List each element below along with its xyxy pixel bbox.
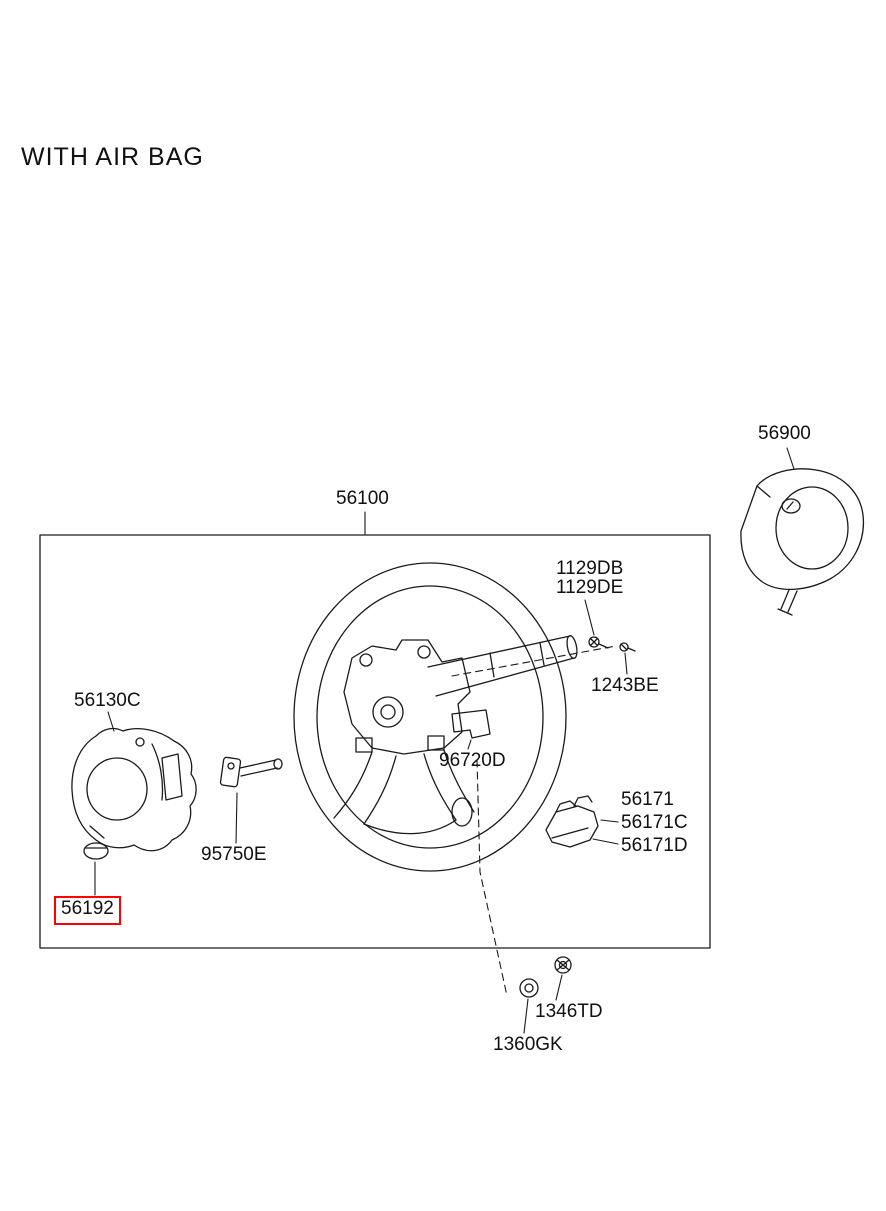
part-label-96720D[interactable]: 96720D (439, 750, 506, 771)
center-lines (451, 645, 617, 997)
part-label-1243BE[interactable]: 1243BE (591, 675, 659, 696)
part-label-56171[interactable]: 56171 (621, 789, 674, 810)
page-title: WITH AIR BAG (21, 143, 204, 171)
part-label-56192-highlighted[interactable]: 56192 (54, 896, 121, 925)
key-drawing (219, 756, 283, 788)
part-label-1129DB[interactable]: 1129DB (556, 558, 624, 579)
column-cover-drawing (71, 727, 197, 852)
part-label-1346TD[interactable]: 1346TD (535, 1001, 603, 1022)
part-label-56900[interactable]: 56900 (758, 423, 811, 444)
part-label-56130C[interactable]: 56130C (74, 690, 141, 711)
nut-drawing (554, 956, 572, 974)
part-label-56100[interactable]: 56100 (336, 488, 389, 509)
cap-drawing (83, 842, 109, 860)
part-label-56171D[interactable]: 56171D (621, 835, 688, 856)
part-label-1129DE[interactable]: 1129DE (556, 577, 624, 598)
part-label-1360GK[interactable]: 1360GK (493, 1034, 563, 1055)
horn-contact-drawing (451, 709, 491, 739)
leader-lines (94, 447, 795, 1034)
steering-wheel-drawing (293, 562, 578, 872)
part-number-56192: 56192 (61, 898, 114, 919)
switch-bracket-drawing (545, 795, 599, 848)
airbag-module-drawing (740, 468, 865, 616)
part-label-95750E[interactable]: 95750E (201, 844, 267, 865)
washer-drawing (519, 978, 539, 998)
part-label-56171C[interactable]: 56171C (621, 812, 688, 833)
screws-drawing (588, 636, 636, 652)
assembly-bounding-box (39, 534, 711, 949)
